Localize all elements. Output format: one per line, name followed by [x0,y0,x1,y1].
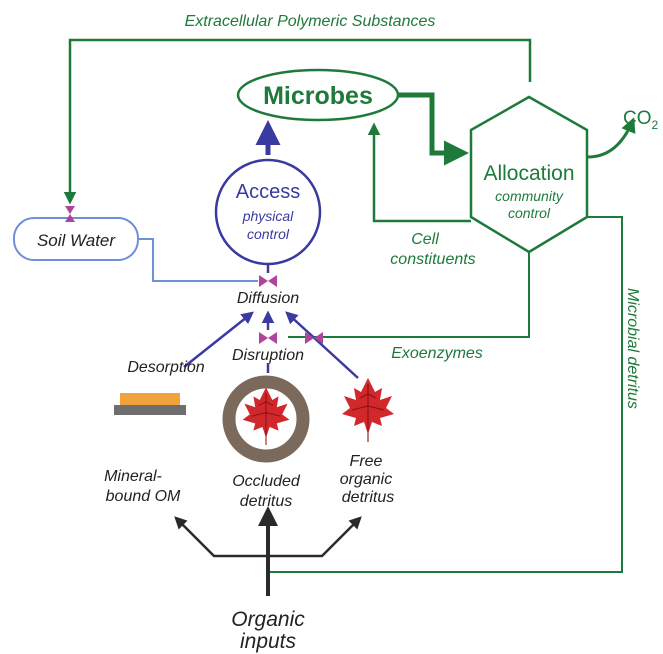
exoenzymes-line [288,252,530,338]
cell-constituents-arrow [367,122,471,223]
diffusion-label: Diffusion [237,290,299,307]
exoenzymes-label: Exoenzymes [391,345,483,362]
physical-control-label-2: control [247,226,290,242]
free-detritus-arrow [285,311,359,379]
diffusion-valve-icon [259,275,277,287]
community-control-label-1: community [495,188,564,204]
desorption-arrow [183,311,254,368]
microbes-label: Microbes [263,82,373,110]
free-label-1: Free [350,453,383,470]
community-control-label-2: control [508,205,551,221]
allocation-label: Allocation [483,162,574,185]
occluded-label-1: Occluded [232,473,301,490]
inputs-label-2: inputs [240,630,297,653]
occluded-ring-icon [222,375,310,463]
microbial-detritus-label: Microbial detritus [624,288,641,409]
organic-inputs-arrows [174,506,362,596]
microbes-to-allocation-arrow [398,92,469,166]
free-leaf-icon [341,377,395,443]
mineral-bound-om-icon [114,393,186,415]
soil-water-line [138,238,258,282]
soil-water-label: Soil Water [37,231,116,250]
eps-label: Extracellular Polymeric Substances [185,13,436,30]
cell-label-2: constituents [390,251,475,268]
inputs-label-1: Organic [231,608,305,631]
occluded-label-2: detritus [240,493,292,510]
mineral-label-2: bound OM [106,488,181,505]
occluded-leaf-icon [242,386,290,446]
disruption-label: Disruption [232,347,304,364]
exoenzymes-valve-icon [305,332,323,344]
soil-water-valve-icon [65,206,75,222]
desorption-label: Desorption [127,359,204,376]
free-label-2: organic [340,471,392,488]
mineral-label-1: Mineral- [104,468,162,485]
physical-control-label-1: physical [242,208,294,224]
eps-loop-line [63,38,532,205]
access-label: Access [236,181,300,203]
microbial-detritus-line [268,216,623,573]
co2-arrow [587,117,636,159]
disruption-valve-icon [259,332,277,344]
cell-label-1: Cell [411,231,439,248]
co2-label: CO2 [623,108,659,132]
free-label-3: detritus [342,489,394,506]
